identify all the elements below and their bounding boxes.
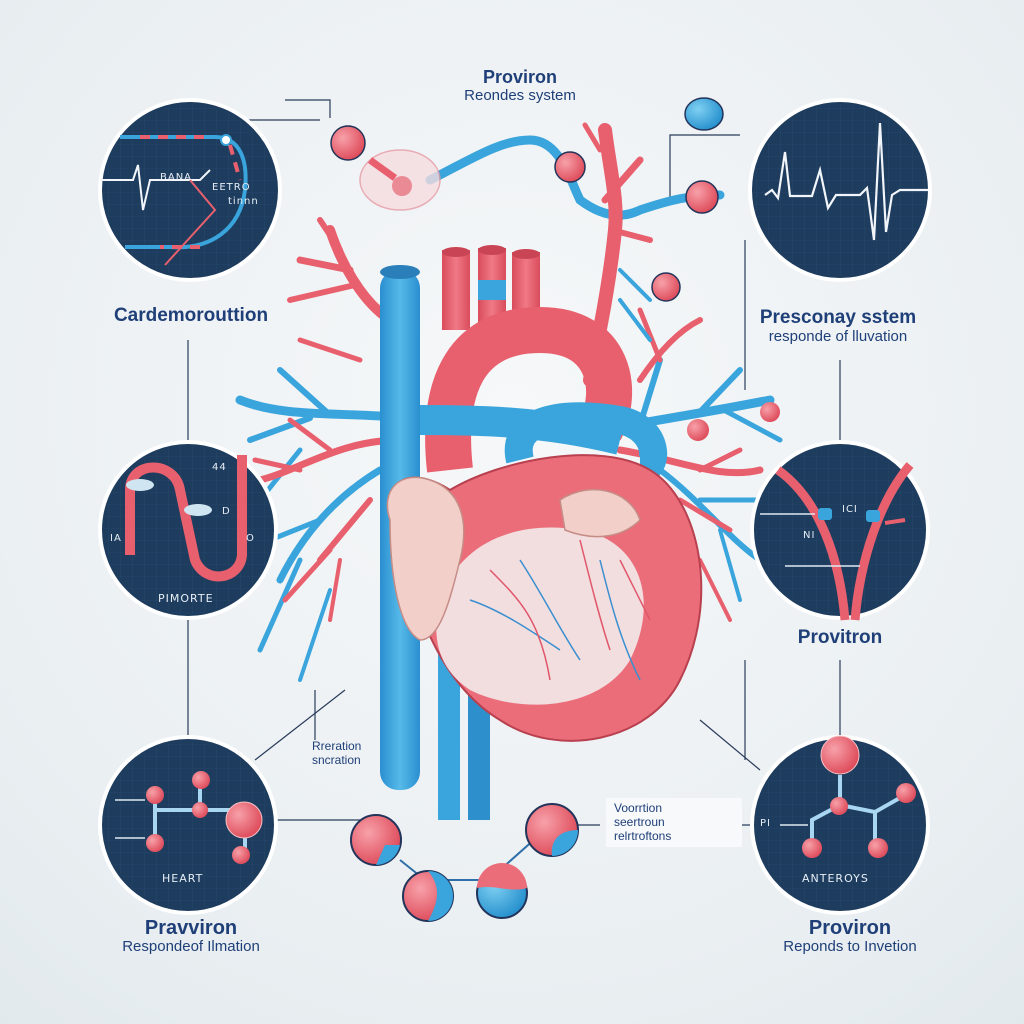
- left-callout: Rreration sncration: [312, 739, 402, 768]
- bottom-left-label: Pravviron Respondeof Ilmation: [96, 917, 286, 956]
- circle-mid-left-label-4: O: [246, 533, 255, 544]
- circle-top-left-label-2: EETRO: [212, 182, 251, 193]
- right-top-label: Presconay sstem responde of lluvation: [738, 307, 938, 345]
- circle-mid-right-label-2: NI: [803, 530, 816, 541]
- circle-top-left-label-3: tinnn: [228, 196, 259, 207]
- left-top-label: Cardemorouttion: [113, 305, 269, 326]
- right-top-label-subtitle: responde of lluvation: [768, 327, 908, 345]
- circle-bottom-left-caption: HEART: [162, 872, 204, 885]
- circle-mid-right: [750, 440, 930, 621]
- circle-top-left-label-1: BANA: [160, 172, 193, 183]
- circle-top-right: [748, 98, 932, 282]
- circle-mid-left-label-3: D: [222, 506, 231, 517]
- right-callout-line-2: seertroun: [614, 814, 665, 829]
- bottom-right-label-subtitle: Reponds to Invetion: [783, 938, 917, 955]
- circle-bottom-right-label-1: PI: [760, 818, 771, 829]
- circle-mid-left-label-2: 44: [212, 462, 227, 473]
- circle-bottom-left: [98, 735, 278, 915]
- bottom-right-label-title: Proviron: [808, 917, 892, 939]
- right-callout-line-3: relrtroftons: [614, 828, 672, 843]
- circle-mid-left: [98, 440, 278, 620]
- top-label-subtitle: Reondes system: [464, 86, 576, 104]
- circle-bottom-right: [750, 735, 930, 915]
- top-label: Proviron Reondes system: [412, 67, 628, 104]
- bottom-molecule-chain: [350, 803, 579, 922]
- top-label-title: Proviron: [482, 67, 557, 87]
- circle-mid-left-caption: PIMORTE: [158, 592, 214, 605]
- circle-bottom-right-caption: ANTEROYS: [802, 872, 869, 885]
- circle-mid-right-label-1: ICI: [842, 504, 858, 515]
- connector-lines: [187, 99, 841, 826]
- right-callout: Voorrtion seertroun relrtroftons: [606, 798, 742, 848]
- heart: [386, 454, 703, 742]
- left-callout-line-1: Rreration: [312, 739, 362, 753]
- bottom-left-label-subtitle: Respondeof Ilmation: [122, 938, 260, 955]
- circle-top-left: [98, 98, 282, 282]
- bottom-right-label: Proviron Reponds to Invetion: [752, 917, 948, 956]
- right-mid-label: Provitron: [797, 627, 883, 648]
- bottom-left-label-title: Pravviron: [144, 917, 238, 939]
- left-callout-line-2: sncration: [312, 752, 361, 767]
- right-top-label-title: Presconay sstem: [759, 307, 917, 328]
- right-callout-line-1: Voorrtion: [614, 801, 663, 815]
- circle-mid-left-label-1: IA: [110, 533, 122, 544]
